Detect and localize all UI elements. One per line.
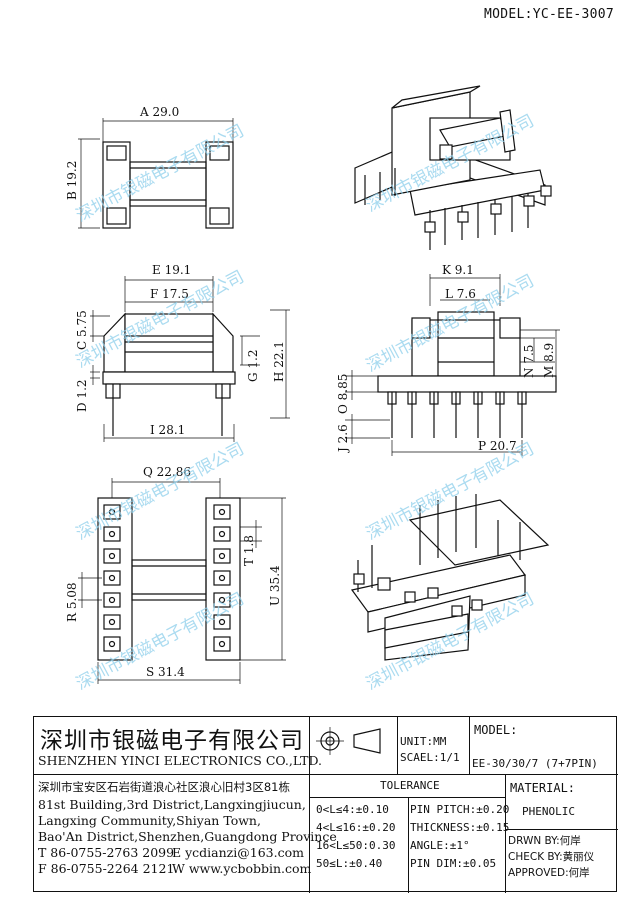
bottom-pins-left	[103, 504, 121, 652]
company-name-cn: 深圳市银磁电子有限公司	[40, 728, 304, 754]
tolerance-cell: TOLERANCE 0<L≤4:±0.10 4<L≤16:±0.20 16<L≤…	[310, 775, 510, 893]
dim-E: E 19.1	[152, 263, 191, 277]
dim-R: R 5.08	[65, 582, 79, 622]
address-line-3: Bao'An District,Shenzhen,Guangdong Provi…	[38, 829, 337, 844]
model-header: MODEL:YC-EE-3007	[484, 7, 615, 22]
dim-L: L 7.6	[445, 287, 476, 301]
tolerance-row-1: 0<L≤4:±0.10	[316, 803, 389, 816]
address-line-2: Langxing Community,Shiyan Town,	[38, 813, 261, 828]
dim-B: B 19.2	[65, 161, 79, 200]
iso-view-bottom	[350, 494, 550, 661]
projection-symbol-icon	[316, 727, 381, 755]
dim-D: D 1.2	[75, 379, 89, 412]
tolerance-row-2: 4<L≤16:±0.20	[316, 821, 396, 834]
dim-A: A 29.0	[139, 105, 179, 119]
material-cell: MATERIAL: PHENOLIC DRWN BY:何岸 CHECK BY:黄…	[506, 775, 618, 893]
title-block: 深圳市银磁电子有限公司 SHENZHEN YINCI ELECTRONICS C…	[33, 716, 618, 893]
company-name-en: SHENZHEN YINCI ELECTRONICS CO.,LTD.	[38, 753, 323, 768]
model-cell: MODEL: EE-30/30/7 (7+7PIN)	[470, 717, 618, 775]
iso-view-top	[354, 85, 552, 250]
tolerance-row-4: 50≤L:±0.40	[316, 857, 383, 870]
website: W www.ycbobbin.com	[172, 861, 312, 876]
thickness: THICKNESS:±0.15	[410, 821, 510, 834]
scale-label: SCAEL:1/1	[400, 751, 460, 764]
dim-U: U 35.4	[268, 565, 282, 606]
dim-F: F 17.5	[150, 287, 189, 301]
dim-G: G 1.2	[246, 350, 260, 382]
dim-C: C 5.75	[75, 310, 89, 350]
iso-top-pins	[364, 168, 552, 250]
dim-H: H 22.1	[272, 341, 286, 382]
address-line-1: 81st Building,3rd District,Langxingjiucu…	[38, 797, 306, 812]
company-cell: 深圳市银磁电子有限公司 SHENZHEN YINCI ELECTRONICS C…	[34, 717, 322, 775]
projection-cell	[310, 717, 398, 775]
model-label: MODEL:	[474, 723, 518, 737]
top-view: A 29.0 B 19.2	[65, 105, 234, 229]
address-cell: 深圳市宝安区石岩街道浪心社区浪心旧村3区81栋 81st Building,3r…	[34, 775, 337, 893]
dim-M: M 8.9	[542, 343, 556, 378]
phone: T 86-0755-2763 2099	[38, 845, 175, 860]
tolerance-row-3: 16<L≤50:0.30	[316, 839, 396, 852]
unit-scale-cell: UNIT:MM SCAEL:1/1	[398, 717, 470, 775]
drawn-by: DRWN BY:何岸	[508, 835, 581, 847]
material-label: MATERIAL:	[510, 781, 576, 795]
angle: ANGLE:±1°	[410, 839, 470, 852]
pin-dim: PIN DIM:±0.05	[410, 857, 497, 870]
model-value: EE-30/30/7 (7+7PIN)	[472, 757, 598, 770]
fax: F 86-0755-2264 2121	[38, 861, 175, 876]
dim-I: I 28.1	[150, 423, 185, 437]
dim-Q: Q 22.86	[143, 465, 191, 479]
dim-P: P 20.7	[478, 439, 517, 453]
address-cn: 深圳市宝安区石岩街道浪心社区浪心旧村3区81栋	[38, 780, 290, 794]
dim-J: J 2.6	[336, 424, 350, 454]
dim-N: N 7.5	[522, 345, 536, 378]
dim-O: O 8.85	[336, 374, 350, 414]
email: E ycdianzi@163.com	[172, 845, 304, 860]
dim-K: K 9.1	[442, 263, 474, 277]
front-view: E 19.1 F 17.5 C 5.75 D 1.2 G 1.2 H 22.1	[75, 263, 290, 442]
check-by: CHECK BY:黄丽仪	[508, 851, 595, 863]
material-value: PHENOLIC	[522, 805, 575, 818]
pin-pitch: PIN PITCH:±0.20	[410, 803, 510, 816]
bottom-view: Q 22.86 T 1.8 U 35.	[65, 465, 286, 684]
tolerance-title: TOLERANCE	[380, 779, 440, 792]
side-pins	[387, 391, 527, 438]
technical-drawing: A 29.0 B 19.2	[65, 85, 560, 694]
approved-by: APPROVED:何岸	[508, 867, 590, 879]
bottom-pins-right	[213, 504, 231, 652]
iso-bottom-pins	[353, 494, 521, 617]
unit-label: UNIT:MM	[400, 735, 447, 748]
side-view: K 9.1 L 7.6 N 7.5 M 8.9 O 8.85	[336, 263, 560, 456]
dim-T: T 1.8	[242, 535, 256, 566]
dim-S: S 31.4	[146, 665, 185, 679]
